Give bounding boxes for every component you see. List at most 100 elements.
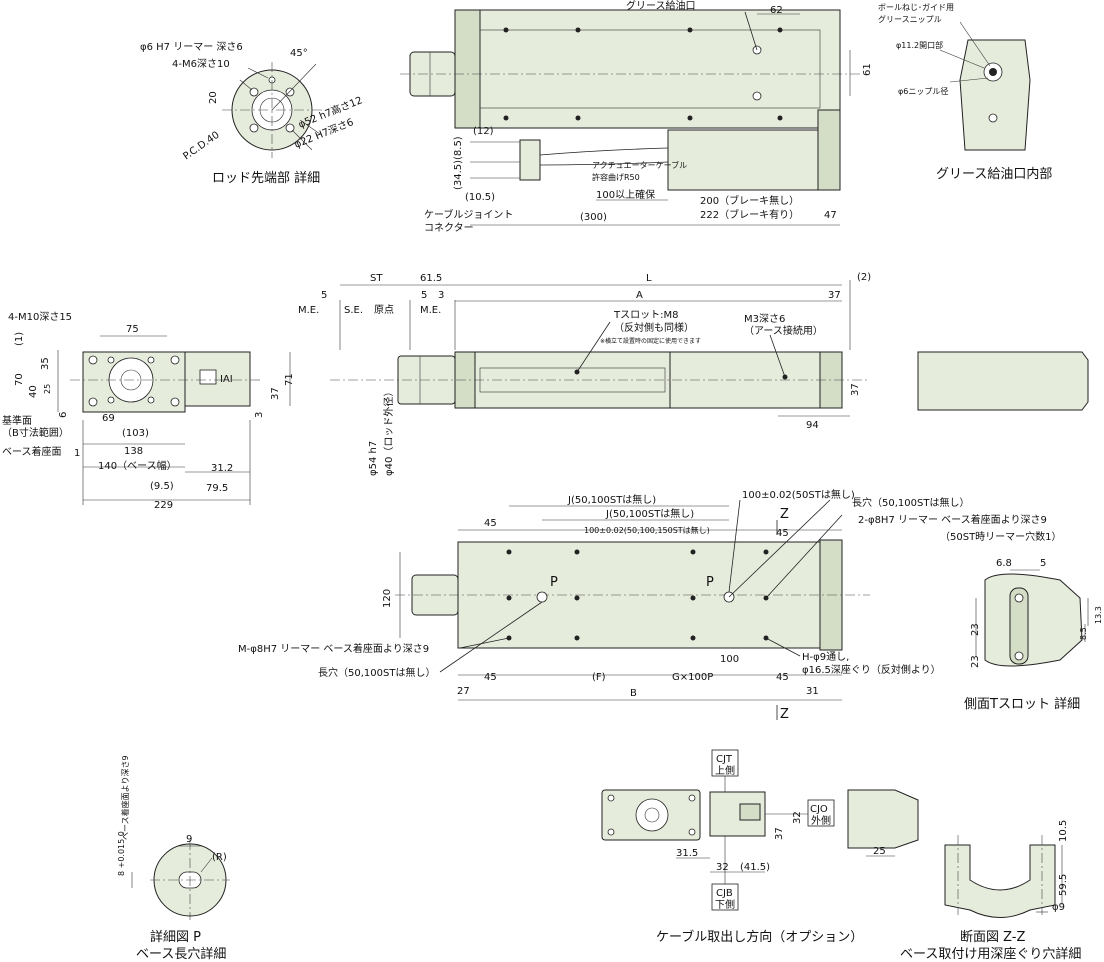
top-base — [454, 9, 841, 129]
front-label: 4-M10深さ15 — [8, 311, 72, 323]
bottom-label: 45 — [484, 518, 497, 529]
top-label: 許容曲げR50 — [592, 172, 640, 182]
cjt-code: CJT — [716, 754, 733, 765]
side-label: 5 — [321, 290, 327, 301]
top-label: (34.5) — [453, 160, 464, 190]
top-label: 200（ブレーキ無し） — [700, 194, 799, 207]
tslot-body — [984, 573, 1083, 667]
bottom-label: 長穴（50,100STは無し） — [318, 666, 435, 679]
cable-joint — [519, 139, 541, 181]
cable-label: 25 — [873, 846, 886, 857]
cable-label: 32 — [792, 811, 803, 824]
cable-label: 32 — [716, 862, 729, 873]
side-label: S.E. — [344, 305, 363, 316]
tslot-label: 8.5 — [1079, 627, 1088, 640]
motor-cover — [817, 109, 841, 191]
cjt-box — [711, 749, 739, 777]
front-label: 31.2 — [211, 463, 233, 474]
slot-p — [536, 591, 548, 603]
front-motor-block — [184, 351, 251, 407]
bottom-label: Z — [780, 507, 789, 522]
front-label: 3 — [254, 412, 265, 418]
top-label: 61 — [862, 63, 873, 76]
rod-label: 45° — [290, 48, 308, 59]
side-label: 37 — [828, 290, 841, 301]
side-label: M.E. — [420, 305, 441, 316]
top-label: (300) — [580, 212, 607, 223]
grease-label: φ11.2開口部 — [896, 40, 943, 50]
bottom-label: J(50,100STは無し) — [605, 507, 694, 520]
tslot-label: 23 — [970, 623, 981, 636]
bottom-label: B — [630, 688, 637, 699]
side-label: (2) — [857, 272, 871, 283]
cable-label: 37 — [774, 827, 785, 840]
front-label: 138 — [124, 446, 143, 457]
detail-p-label: ベース着座面より深さ9 — [120, 755, 130, 840]
side-label: M.E. — [298, 305, 319, 316]
bottom-label: 100±0.02(50STは無し) — [742, 488, 855, 501]
grease-label: ボールねじ･ガイド用 — [878, 2, 954, 12]
side-label: （反対側も同様） — [614, 321, 694, 334]
front-label: 基準面 — [2, 414, 32, 427]
side-label: φ40（ロッド外径） — [382, 387, 395, 476]
cjo-code: CJO — [810, 804, 828, 815]
front-end-view: IAI 4-M10深さ15 75 (1) 35 70 40 25 6 69 (1… — [2, 311, 295, 511]
section-label: φ9 — [1052, 902, 1065, 913]
tslot-label: 6.8 — [996, 558, 1012, 569]
top-view: グリース給油口 62 61 (12) (8.5) (34.5) (10.5) ア… — [400, 0, 873, 234]
bottom-label: 100±0.02(50,100,150STは無し) — [584, 525, 710, 535]
rod-detail-view: φ6 H7 リーマー 深さ6 4-M6深さ10 45° 20 φ52 h7高さ1… — [140, 41, 364, 186]
bottom-label: 100 — [720, 654, 739, 665]
front-label: (103) — [122, 428, 149, 439]
detail-p: ベース着座面より深さ9 8 +0.015 0 9 (R) 詳細図 P ベース長穴… — [117, 755, 230, 962]
cjb-code: CJB — [716, 888, 733, 899]
tslot-detail: 6.8 5 13.3 8.5 23 23 側面Tスロット 詳細 — [964, 558, 1103, 712]
cable-side-block — [847, 789, 919, 849]
detail-p-label: (R) — [212, 852, 227, 863]
section-zz: 10.5 59.5 φ9 断面図 Z-Z ベース取付け用深座ぐり穴詳細 — [900, 820, 1081, 962]
front-label: 70 — [14, 373, 25, 386]
front-label: 37 — [270, 387, 281, 400]
rod-tap-hole — [249, 123, 259, 133]
rod-detail-title: ロッド先端部 詳細 — [212, 170, 320, 186]
side-label: （アース接続用） — [744, 324, 823, 337]
tslot-detail-title: 側面Tスロット 詳細 — [964, 696, 1080, 712]
front-label: 229 — [154, 500, 173, 511]
rod-label: 20 — [208, 91, 219, 104]
bottom-label: φ16.5深座ぐり（反対側より） — [802, 663, 941, 676]
grease-label: φ6ニップル径 — [898, 86, 948, 96]
top-label: コネクター — [424, 222, 474, 234]
front-label: 71 — [284, 373, 295, 386]
side-label: 37 — [850, 383, 861, 396]
front-label: 69 — [102, 413, 115, 424]
side-label: 3 — [438, 290, 444, 301]
rod-tap-hole — [285, 87, 295, 97]
top-label: 100以上確保 — [596, 188, 655, 201]
side-label: 原点 — [374, 304, 394, 316]
bottom-label: P — [706, 575, 714, 590]
side-label: ST — [370, 273, 383, 284]
front-label: 35 — [40, 357, 51, 370]
tslot-label: 5 — [1040, 558, 1046, 569]
top-label: 222（ブレーキ有り） — [700, 208, 799, 221]
front-label: (1) — [14, 332, 25, 346]
rod-label: φ6 H7 リーマー 深さ6 — [140, 41, 243, 53]
side-label: φ54 h7 — [368, 441, 379, 476]
top-label: アクチュエーターケーブル — [592, 160, 687, 170]
bottom-label: M-φ8H7 リーマー ベース着座面より深さ9 — [238, 642, 429, 655]
top-label: (8.5) — [453, 136, 464, 160]
cable-direction-title: ケーブル取出し方向（オプション） — [656, 929, 863, 945]
bottom-label: 31 — [806, 686, 819, 697]
front-label: 75 — [126, 324, 139, 335]
side-label: L — [646, 273, 652, 284]
side-base — [454, 351, 671, 409]
rod-label: 4-M6深さ10 — [172, 58, 230, 70]
side-view: ST 61.5 L (2) 5 5 3 A 37 M.E. S.E. 原点 M.… — [298, 272, 871, 476]
motor-end-body — [917, 351, 1089, 411]
side-label: 94 — [806, 420, 819, 431]
bottom-label: （50ST時リーマー穴数1） — [940, 530, 1062, 543]
cjb-side: 下側 — [715, 898, 735, 911]
detail-p-title: 詳細図 P — [150, 929, 201, 945]
bottom-label: (F) — [592, 672, 606, 683]
